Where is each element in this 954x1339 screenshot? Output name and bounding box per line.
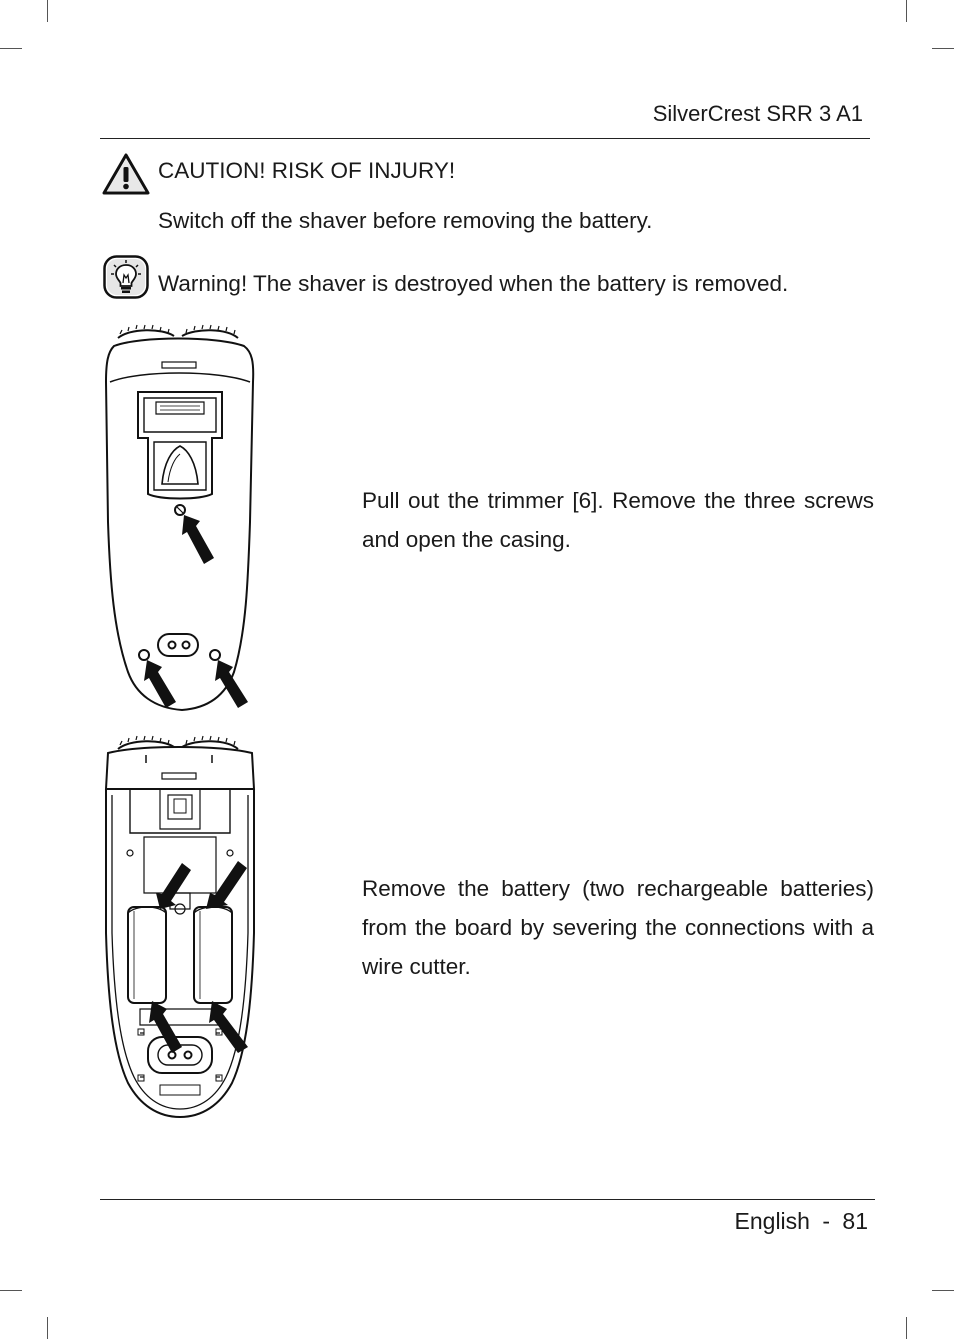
- crop-mark: [0, 1290, 22, 1291]
- footer-language: English: [734, 1208, 810, 1234]
- crop-mark: [47, 1317, 48, 1339]
- header-product-title: SilverCrest SRR 3 A1: [652, 101, 863, 126]
- footer-divider: [100, 1199, 875, 1200]
- footer: English - 81: [735, 1208, 868, 1235]
- caution-title: CAUTION! RISK OF INJURY!: [158, 158, 456, 183]
- shaver-battery-illustration: [100, 733, 260, 1128]
- crop-mark: [932, 48, 954, 49]
- header-divider: [100, 138, 870, 139]
- crop-mark: [906, 0, 907, 22]
- light-bulb-icon: [103, 255, 149, 304]
- caution-text: Switch off the shaver before removing th…: [158, 208, 653, 233]
- crop-mark: [932, 1290, 954, 1291]
- warning-triangle-icon: [102, 153, 150, 200]
- shaver-screws-illustration: [100, 322, 260, 719]
- footer-separator: -: [822, 1208, 831, 1234]
- page-number: 81: [842, 1208, 868, 1234]
- step-2-text: Remove the battery (two rechargeable bat…: [362, 876, 874, 979]
- crop-mark: [906, 1317, 907, 1339]
- step-1-text: Pull out the trimmer [6]. Remove the thr…: [362, 488, 874, 552]
- crop-mark: [0, 48, 22, 49]
- crop-mark: [47, 0, 48, 22]
- warning-text: Warning! The shaver is destroyed when th…: [158, 271, 789, 296]
